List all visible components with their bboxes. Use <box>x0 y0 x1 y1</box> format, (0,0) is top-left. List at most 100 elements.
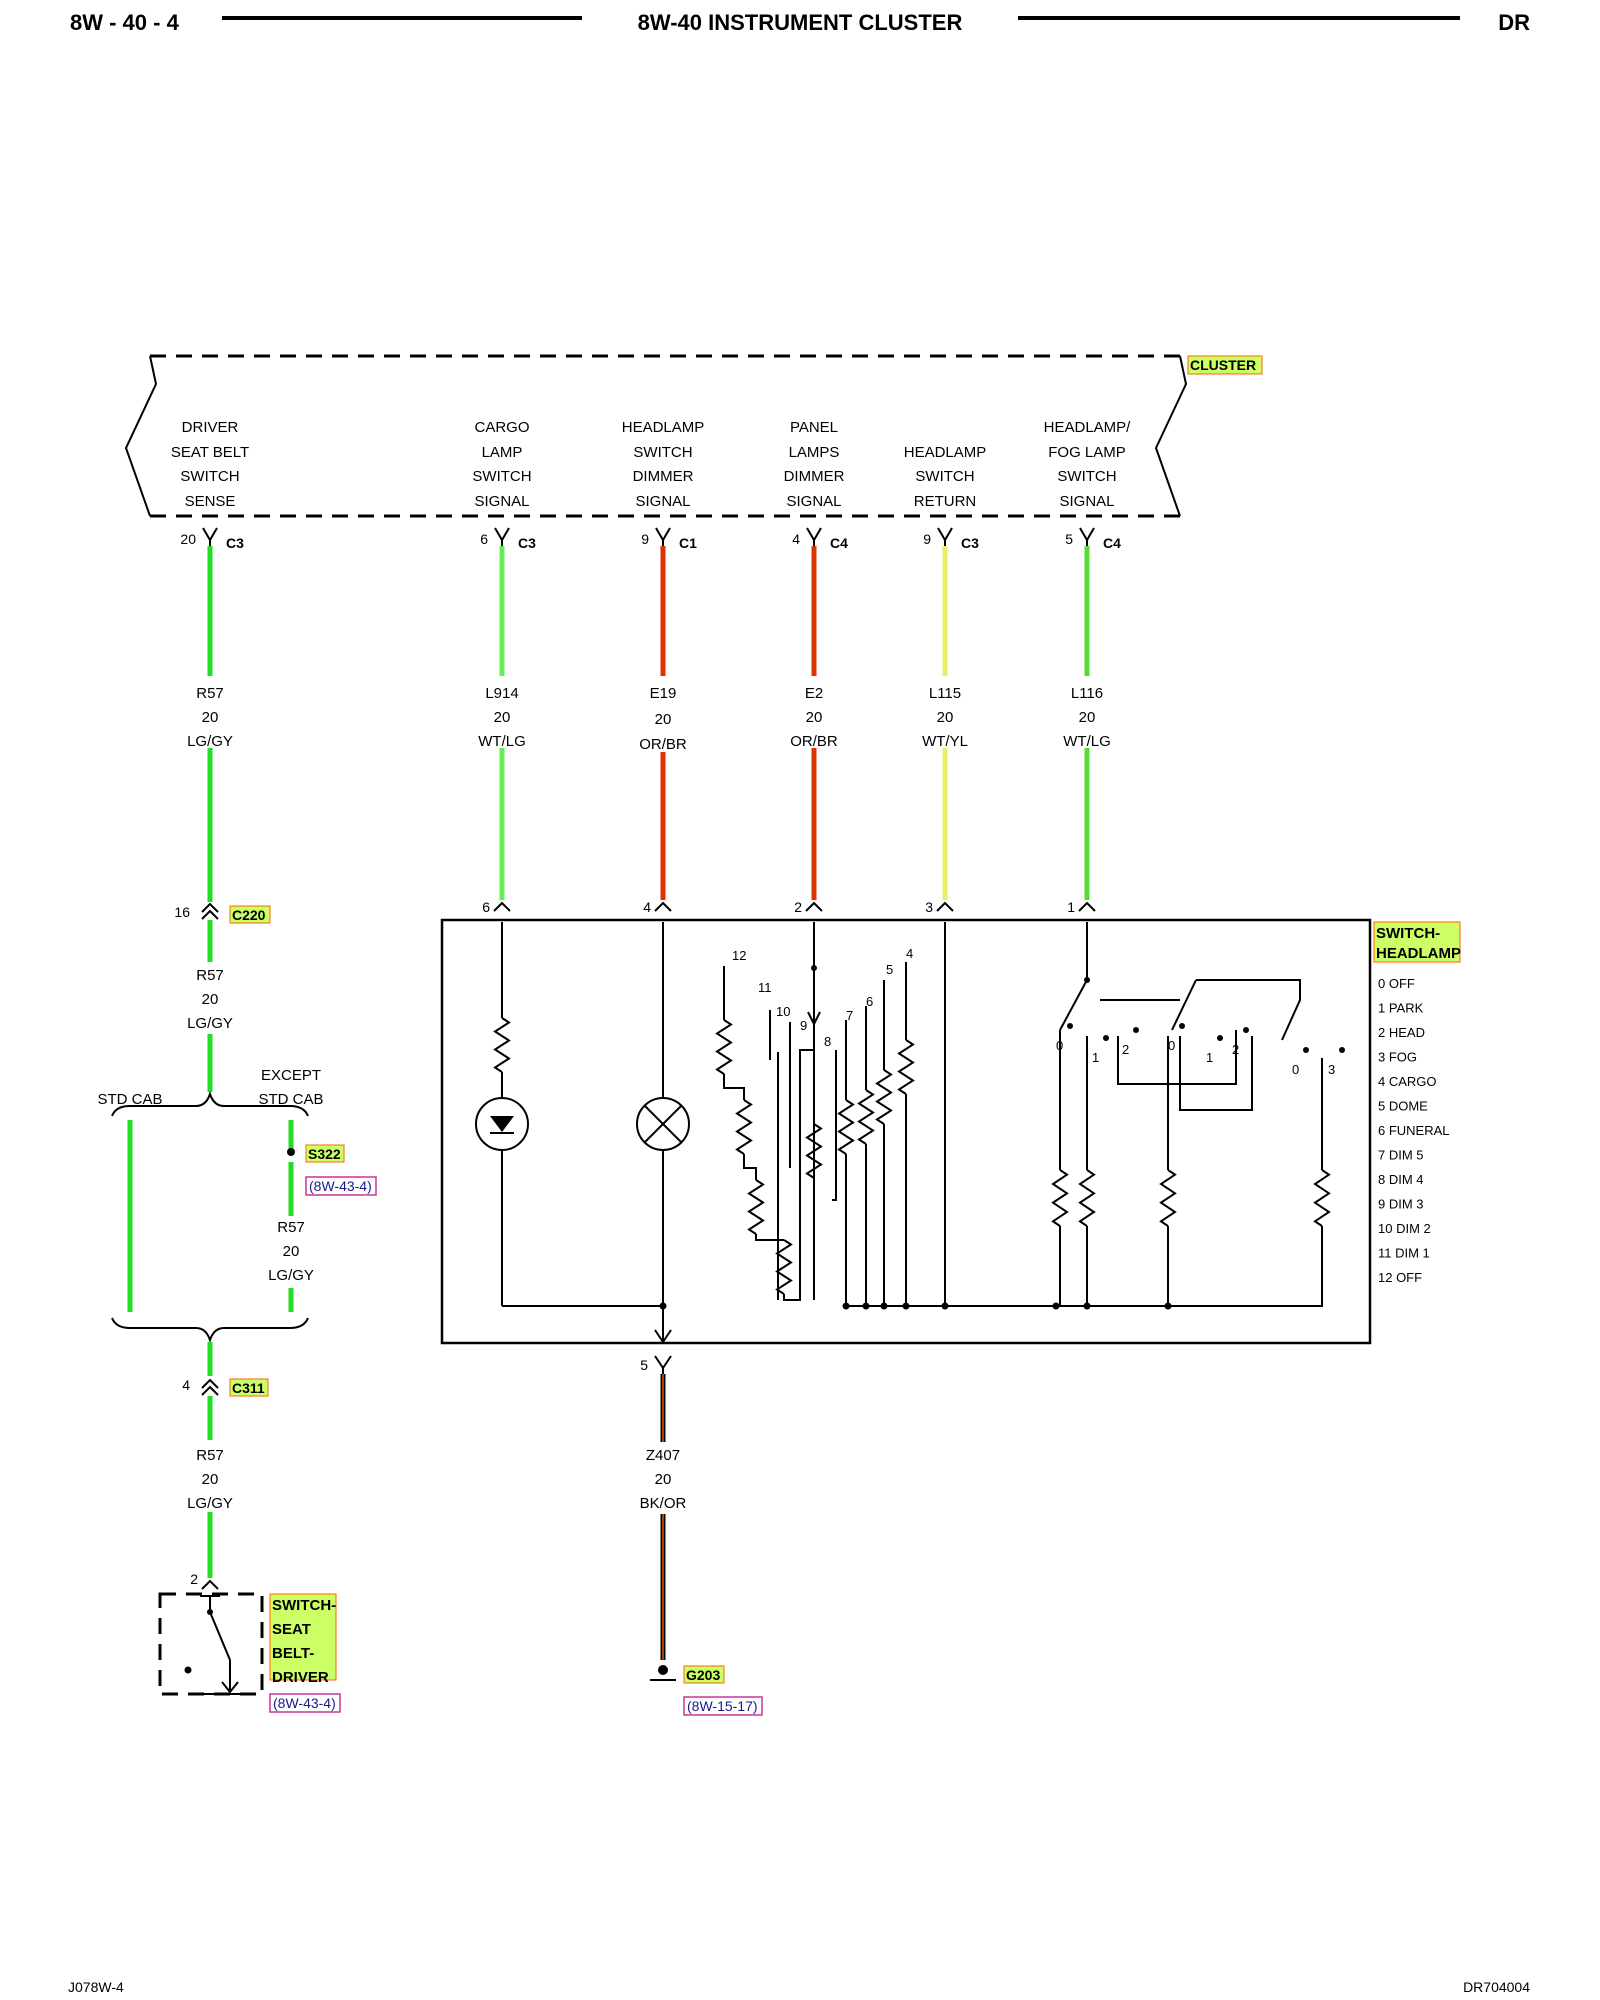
low-color-code: LG/GY <box>187 1495 233 1512</box>
contact-label-6: 0 <box>1292 1062 1299 1077</box>
cluster-label-2-line-2: DIMMER <box>633 468 694 485</box>
cluster-label-2-line-1: SWITCH <box>633 444 692 461</box>
contact-dot-0 <box>1067 1023 1073 1029</box>
wire-2-pin: 9 <box>641 531 649 547</box>
connector-symbol <box>493 901 511 912</box>
connector-symbol <box>201 909 219 920</box>
cluster-label-4-line-2: RETURN <box>914 493 977 510</box>
headlamp-switch-name-line-2: HEADLAMP <box>1376 945 1461 962</box>
switch-position-7: 7 DIM 5 <box>1378 1148 1424 1163</box>
bus-dot-0 <box>842 1302 850 1310</box>
contact-dot-7 <box>1339 1047 1345 1053</box>
dim-res-5 <box>805 1123 823 1179</box>
wire-4-gauge: 20 <box>937 709 954 726</box>
cluster-label-2-line-3: SIGNAL <box>635 493 690 510</box>
switch-position-0: 0 OFF <box>1378 976 1415 991</box>
connector-symbol <box>1079 527 1095 546</box>
dimmer-wiper-arrow <box>807 1011 821 1027</box>
wire-4-connector: C3 <box>961 535 979 551</box>
switch-position-1: 1 PARK <box>1378 1001 1424 1016</box>
contact-dot-2 <box>1133 1027 1139 1033</box>
lamp-x <box>644 1105 682 1143</box>
wire-2-gauge: 20 <box>655 711 672 728</box>
connector-symbol <box>201 1579 219 1590</box>
switch-position-4: 4 CARGO <box>1378 1074 1437 1089</box>
wire-0-gauge: 20 <box>202 709 219 726</box>
switch-position-11: 11 DIM 1 <box>1378 1246 1430 1261</box>
cluster-box: CLUSTER <box>124 354 1263 518</box>
wire-1-circuit: L914 <box>485 685 518 702</box>
switch-position-10: 10 DIM 2 <box>1378 1221 1431 1236</box>
dim-res-8 <box>875 1069 893 1125</box>
ground-dot <box>658 1665 668 1675</box>
ground-branch: 5 Z407 20 BK/OR G203 (8W-15-17) <box>640 1357 763 1716</box>
wire-5-pin: 5 <box>1065 531 1073 547</box>
contact-dot-4 <box>1217 1035 1223 1041</box>
wire-3-switch-pin: 2 <box>794 899 802 915</box>
model-code: DR <box>1498 10 1530 35</box>
low-gauge: 20 <box>202 1471 219 1488</box>
dim-res-1 <box>715 1019 733 1075</box>
bus-dot-5 <box>1052 1302 1060 1310</box>
fog-res-4 <box>1313 1169 1331 1227</box>
contact-label-2: 2 <box>1122 1042 1129 1057</box>
c311-connector: C311 <box>232 1380 265 1396</box>
fog-res-3 <box>1159 1169 1177 1227</box>
cargo-diode <box>490 1116 514 1132</box>
dim-res-7 <box>857 1089 875 1145</box>
dimmer-number-8: 4 <box>906 946 913 961</box>
wire-5-gauge: 20 <box>1079 709 1096 726</box>
wire-4-color-code: WT/YL <box>922 733 968 750</box>
branch-color-code: LG/GY <box>268 1267 314 1284</box>
wire-3-connector: C4 <box>830 535 848 551</box>
connector-symbol <box>494 527 510 546</box>
bus-junction <box>659 1302 667 1310</box>
cluster-label-2-line-0: HEADLAMP <box>622 419 705 436</box>
dimmer-number-2: 10 <box>776 1004 790 1019</box>
switch-position-8: 8 DIM 4 <box>1378 1172 1424 1187</box>
switch-pins: 6 4 2 3 1 <box>482 899 1075 915</box>
bus-dot-2 <box>880 1302 888 1310</box>
headlamp-switch-name-line-1: SWITCH- <box>1376 925 1440 942</box>
wire-5-circuit: L116 <box>1071 685 1103 702</box>
splice-dot <box>287 1148 295 1156</box>
contact-label-4: 1 <box>1206 1050 1213 1065</box>
connector-symbol <box>654 901 672 912</box>
seat-switch-dot <box>184 1666 192 1674</box>
cluster-label-5-line-2: SWITCH <box>1057 468 1116 485</box>
except-label-line-1: EXCEPT <box>261 1067 321 1084</box>
seat-switch-name-line-2: SEAT <box>272 1621 311 1638</box>
splice-ref: (8W-43-4) <box>309 1178 372 1194</box>
cluster-label-4-line-1: SWITCH <box>915 468 974 485</box>
bus-dot-3 <box>902 1302 910 1310</box>
wire-2-circuit: E19 <box>650 685 677 702</box>
dim-res-3 <box>747 1179 765 1235</box>
cluster-label-5-line-0: HEADLAMP/ <box>1044 419 1132 436</box>
switch-position-6: 6 FUNERAL <box>1378 1123 1450 1138</box>
contact-dot-3 <box>1179 1023 1185 1029</box>
cluster-label-1-line-1: LAMP <box>482 444 523 461</box>
bus-dot-1 <box>862 1302 870 1310</box>
connector-symbol <box>805 901 823 912</box>
page-title: 8W-40 INSTRUMENT CLUSTER <box>638 10 963 35</box>
cluster-label-0-line-0: DRIVER <box>182 419 239 436</box>
dimmer-dot <box>811 965 817 971</box>
footer-right: DR704004 <box>1463 1979 1530 1995</box>
ground-ref: (8W-15-17) <box>687 1698 758 1714</box>
page-code: 8W - 40 - 4 <box>70 10 180 35</box>
contact-label-3: 0 <box>1168 1038 1175 1053</box>
wire-5-connector: C4 <box>1103 535 1121 551</box>
low-circuit: R57 <box>196 1447 224 1464</box>
dimmer-number-1: 11 <box>758 980 772 995</box>
wire-3-gauge: 20 <box>806 709 823 726</box>
wire-4-switch-pin: 3 <box>925 899 933 915</box>
connector-symbol <box>806 527 822 546</box>
wire-1-connector: C3 <box>518 535 536 551</box>
fog-res-2 <box>1078 1169 1096 1227</box>
wire-1-switch-pin: 6 <box>482 899 490 915</box>
dim-res-9 <box>897 1039 915 1095</box>
seat-switch-contact <box>200 1595 239 1694</box>
